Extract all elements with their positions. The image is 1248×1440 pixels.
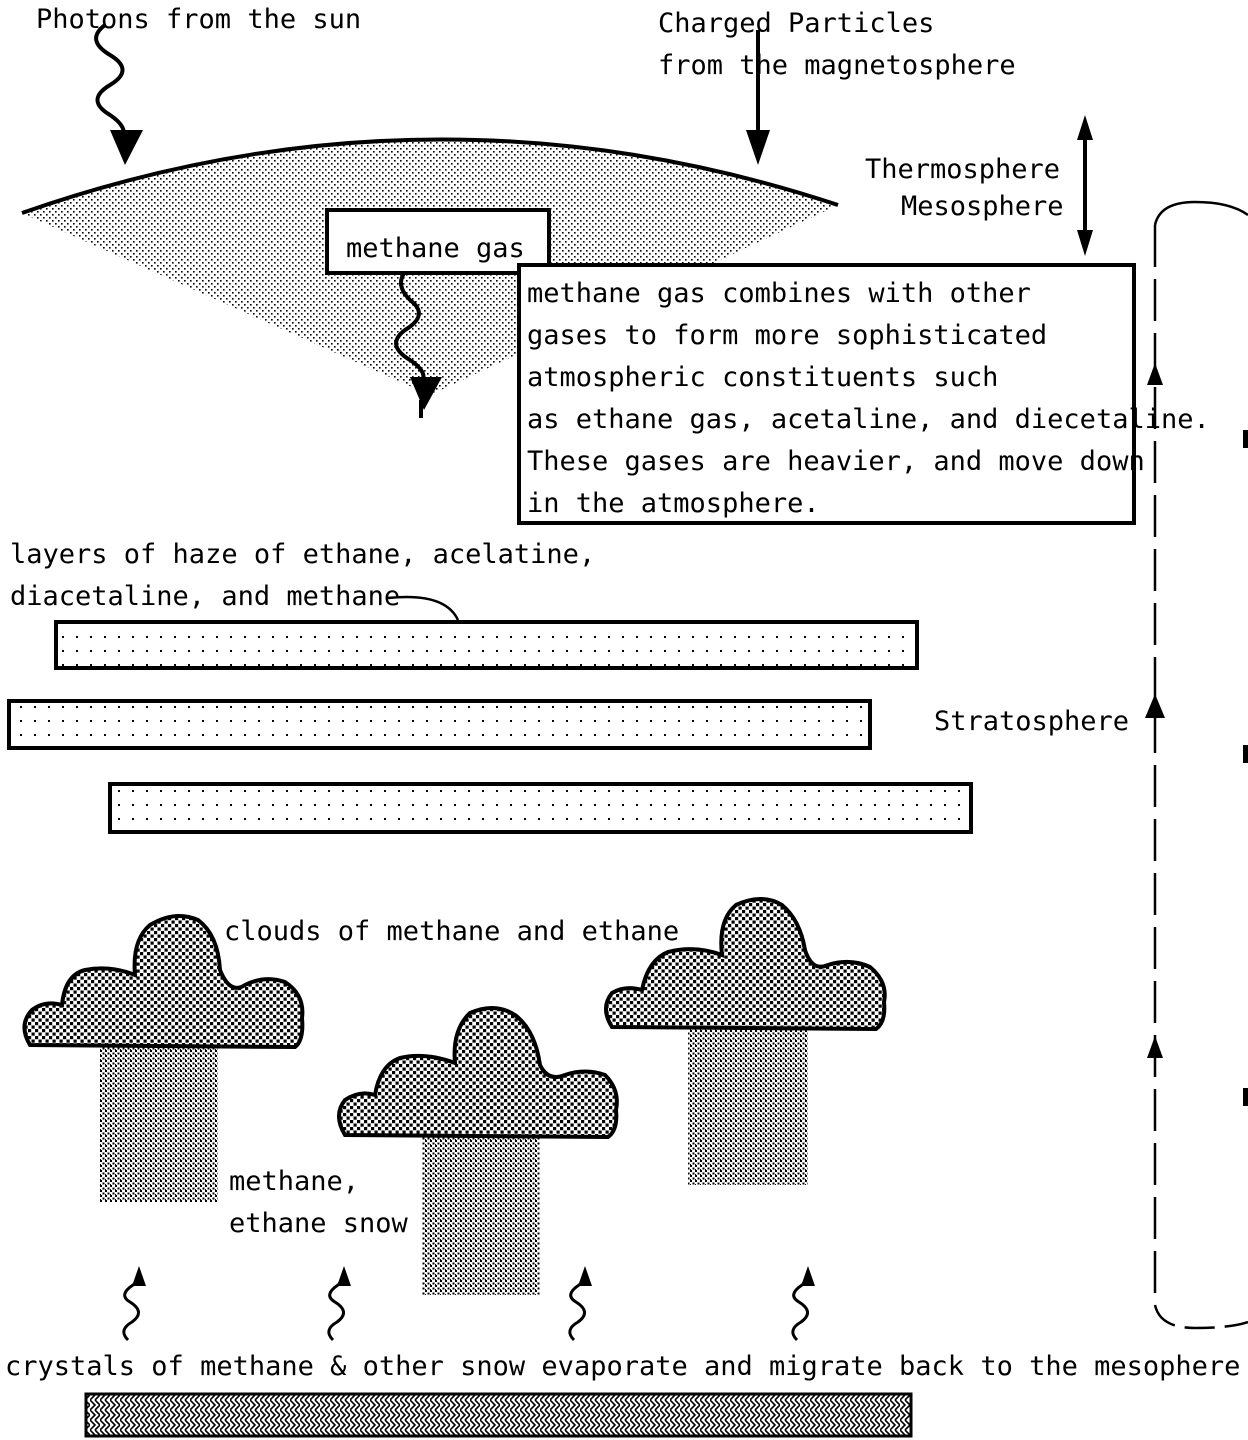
snow-column [100, 1045, 218, 1202]
haze-layer [54, 620, 919, 670]
thermo-meso-arrow [1077, 115, 1093, 256]
cloud [604, 897, 887, 1032]
dome-arc [21, 137, 839, 215]
snow-column [688, 1025, 808, 1185]
mesosphere-label: Mesosphere [901, 191, 1064, 222]
evaporation-wavy-arrow [327, 1266, 351, 1342]
circulation-loop [1145, 200, 1248, 1330]
snow-label-2: ethane snow [229, 1208, 409, 1239]
clouds-label: clouds of methane and ethane [224, 916, 679, 947]
cloud [337, 1006, 619, 1140]
snow-column [422, 1130, 540, 1295]
explanation-line-3: atmospheric constituents such [527, 362, 998, 393]
haze-label-1: layers of haze of ethane, acelatine, [10, 539, 595, 570]
explanation-box [517, 263, 1136, 525]
explanation-line-1: methane gas combines with other [527, 278, 1031, 309]
haze-leader-line [387, 595, 460, 621]
charged-particles-label-2: from the magnetosphere [658, 50, 1016, 81]
haze-layer [108, 782, 973, 834]
photons-label: Photons from the sun [36, 4, 361, 35]
explanation-line-4: as ethane gas, acetaline, and diecetalin… [527, 404, 1210, 435]
stratosphere-label: Stratosphere [934, 706, 1129, 737]
charged-particles-label-1: Charged Particles [658, 8, 934, 39]
explanation-line-2: gases to form more sophisticated [527, 320, 1047, 351]
haze-layer [7, 699, 872, 750]
crystals-label: crystals of methane & other snow evapora… [5, 1351, 1240, 1382]
haze-label-2: diacetaline, and methane [10, 581, 400, 612]
methane-descent-wavy-arrow [394, 270, 442, 418]
evaporation-wavy-arrow [568, 1266, 592, 1342]
methane-gas-box [325, 208, 551, 275]
evaporation-wavy-arrow [791, 1266, 815, 1342]
explanation-line-5: These gases are heavier, and move down [527, 446, 1145, 477]
cloud [22, 914, 305, 1050]
photon-wavy-arrow [94, 23, 143, 165]
explanation-line-6: in the atmosphere. [527, 488, 820, 519]
thermosphere-label: Thermosphere [865, 154, 1060, 185]
crystal-surface-layer [84, 1392, 913, 1438]
evaporation-wavy-arrow [122, 1266, 146, 1342]
snow-label-1: methane, [229, 1166, 359, 1197]
charged-particles-arrow [746, 30, 770, 165]
methane-gas-label: methane gas [346, 233, 525, 264]
